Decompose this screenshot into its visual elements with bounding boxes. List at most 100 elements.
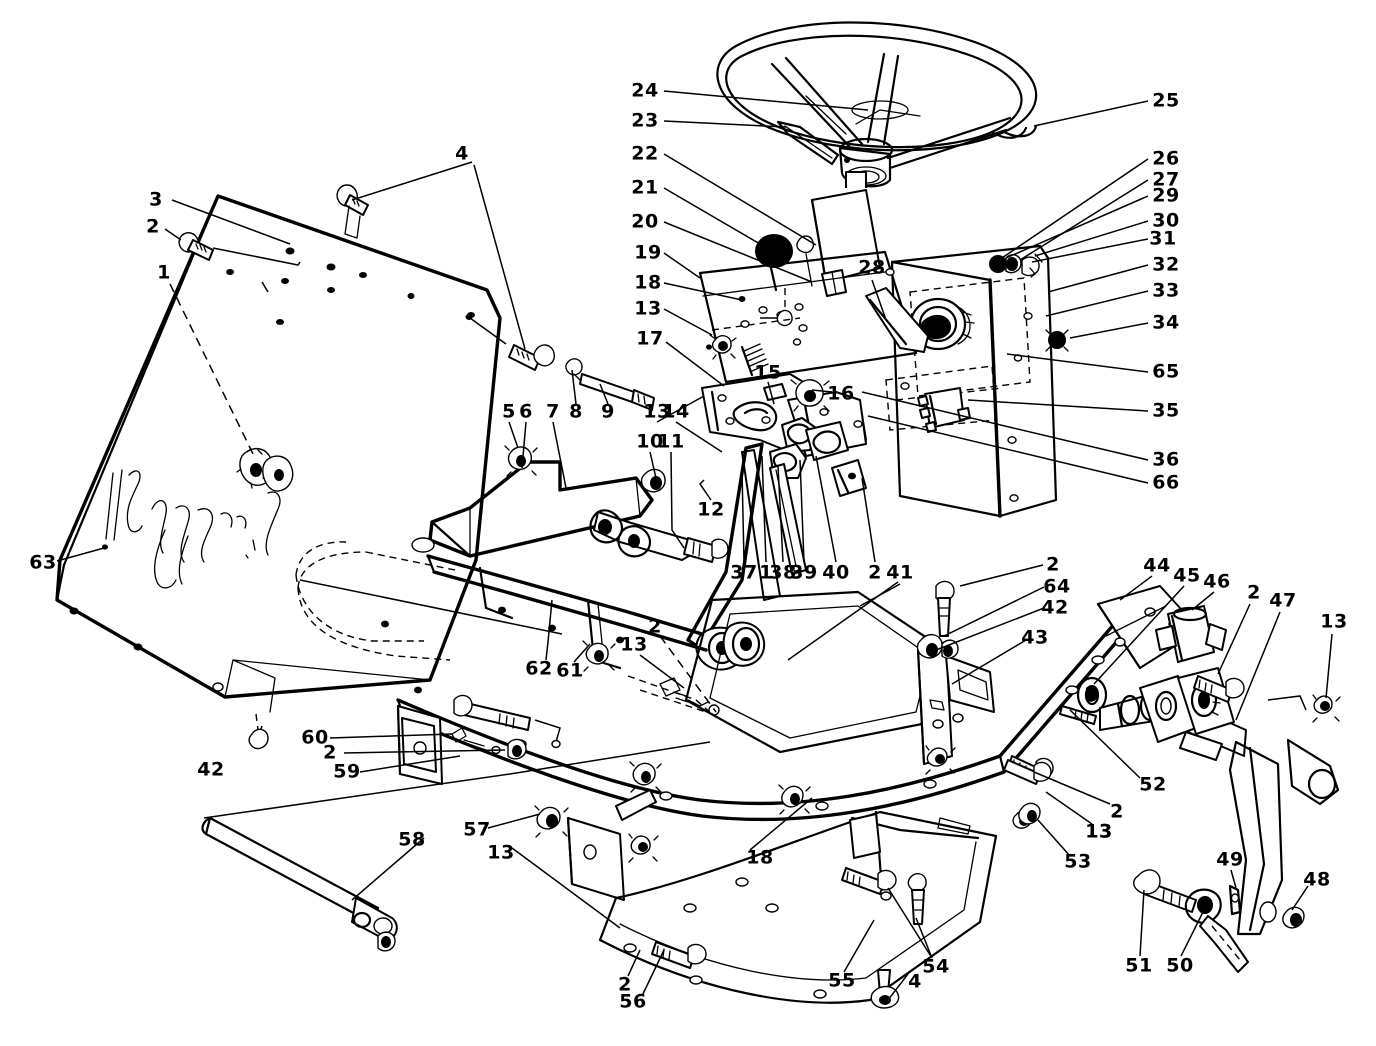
center-bracket-assembly	[686, 373, 867, 671]
nut-part-48	[1282, 906, 1305, 929]
callout-number-49: 49	[1216, 848, 1244, 871]
bolt-part-54-a	[841, 867, 897, 895]
linkage-lower	[589, 509, 729, 563]
callout-number-46: 46	[1203, 570, 1231, 593]
callout-number-18: 18	[634, 271, 662, 294]
fitting-part-46	[1155, 605, 1227, 663]
hood-panel-group	[55, 194, 502, 713]
callout-number-65: 65	[1152, 360, 1180, 383]
callout-number-34: 34	[1152, 311, 1180, 334]
bushing-part-64	[916, 633, 959, 659]
callout-number-42: 42	[197, 758, 225, 781]
grommet-part-1	[236, 447, 294, 492]
callout-number-62: 62	[525, 657, 553, 680]
tie-rod-assembly	[1133, 869, 1249, 973]
bolt-part-4-bottom	[870, 969, 900, 1009]
bolt-part-54-b	[907, 873, 927, 925]
clip-part-49	[1228, 884, 1242, 916]
pivot-assembly	[769, 417, 849, 479]
callout-number-25: 25	[1152, 89, 1180, 112]
callout-number-2: 2	[323, 741, 337, 764]
bushing-frame-right	[925, 745, 956, 775]
callout-number-41: 41	[886, 561, 914, 584]
callout-number-66: 66	[1152, 471, 1180, 494]
callout-number-13: 13	[1085, 820, 1113, 843]
callout-number-61: 61	[556, 659, 584, 682]
hood-emblem	[105, 469, 281, 589]
bushing-part-61	[582, 640, 616, 672]
callout-number-16: 16	[827, 382, 855, 405]
callout-number-21: 21	[631, 176, 659, 199]
callout-number-2: 2	[1247, 581, 1261, 604]
callout-number-10: 10	[636, 430, 664, 453]
callout-number-58: 58	[398, 828, 426, 851]
bushing-part-57	[534, 805, 569, 838]
callout-number-31: 31	[1149, 227, 1177, 250]
bushing-part-18	[778, 784, 811, 815]
fastener-group-top-left	[56, 161, 555, 562]
callout-number-44: 44	[1143, 554, 1171, 577]
callout-number-32: 32	[1152, 253, 1180, 276]
callout-number-43: 43	[1021, 626, 1049, 649]
callout-number-2: 2	[648, 615, 662, 638]
callout-number-36: 36	[1152, 448, 1180, 471]
washer-part-45	[1076, 676, 1108, 714]
callout-number-56: 56	[619, 990, 647, 1013]
callout-number-2: 2	[146, 215, 160, 238]
seat-support-group	[297, 358, 729, 694]
callout-number-19: 19	[634, 241, 662, 264]
callout-number-17: 17	[636, 327, 664, 350]
bushing-part-10	[640, 468, 666, 493]
callout-number-13: 13	[643, 400, 671, 423]
callout-number-13: 13	[1320, 610, 1348, 633]
bushing-part-16	[790, 379, 830, 412]
right-axle-assembly	[1003, 585, 1341, 973]
callout-number-45: 45	[1173, 564, 1201, 587]
callout-number-12: 12	[697, 498, 725, 521]
screw-4-upper	[336, 184, 369, 216]
callout-number-3: 3	[149, 188, 163, 211]
callout-number-37: 37	[730, 561, 758, 584]
bolt-part-2-floorpan	[935, 580, 955, 637]
callout-number-48: 48	[1303, 868, 1331, 891]
callout-number-63: 63	[29, 551, 57, 574]
callout-number-52: 52	[1139, 773, 1167, 796]
bolt-part-2-52	[1003, 759, 1052, 785]
bottom-panel-group	[598, 784, 1032, 1009]
callout-number-64: 64	[1043, 575, 1071, 598]
bushing-part-5	[504, 445, 538, 477]
callout-number-8: 8	[569, 400, 583, 423]
callout-number-13: 13	[487, 841, 515, 864]
fastener-59-area	[451, 727, 527, 760]
callout-number-2: 2	[618, 973, 632, 996]
bushing-frame-mid	[628, 833, 659, 863]
callout-number-55: 55	[828, 969, 856, 992]
callout-number-53: 53	[1064, 850, 1092, 873]
callout-number-54: 54	[922, 955, 950, 978]
callout-number-33: 33	[1152, 279, 1180, 302]
switch-part-13-left	[709, 334, 737, 360]
callout-number-11: 11	[657, 430, 685, 453]
callout-number-2: 2	[868, 561, 882, 584]
callout-number-15: 15	[754, 361, 782, 384]
nut-part-13-axle	[1312, 694, 1341, 723]
callout-number-13: 13	[634, 297, 662, 320]
callout-number-60: 60	[301, 726, 329, 749]
fastener-part-34	[1045, 329, 1069, 352]
bolt-part-2-bottom	[651, 941, 707, 969]
leader-lines	[248, 90, 1333, 1001]
rocker-switch	[917, 387, 971, 433]
callout-number-18: 18	[746, 846, 774, 869]
callout-number-4: 4	[908, 970, 922, 993]
bracket-part-43	[916, 641, 995, 766]
callout-number-57: 57	[463, 818, 491, 841]
callout-number-26: 26	[1152, 147, 1180, 170]
callout-number-39: 39	[790, 561, 818, 584]
callout-number-38: 38	[769, 561, 797, 584]
dash-panel-left	[698, 250, 918, 384]
callout-number-35: 35	[1152, 399, 1180, 422]
callout-number-47: 47	[1269, 589, 1297, 612]
callout-number-9: 9	[601, 400, 615, 423]
